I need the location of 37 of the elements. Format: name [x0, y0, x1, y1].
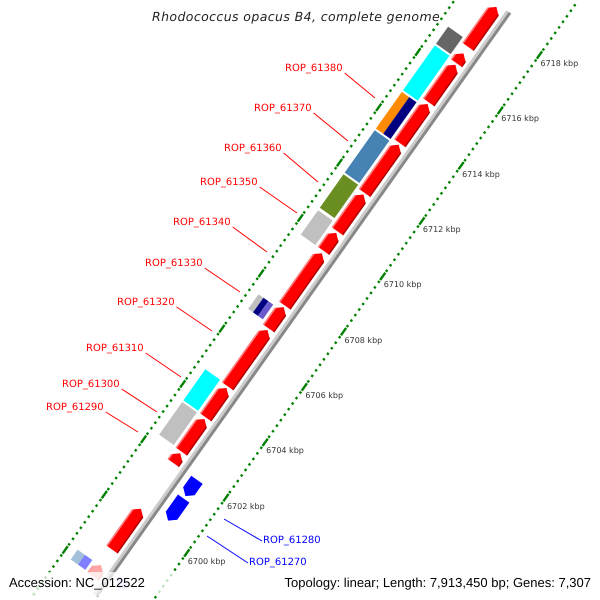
leader-line	[204, 268, 240, 292]
scale-label: 6702 kbp	[226, 502, 265, 511]
scale-label: 6714 kbp	[462, 170, 500, 179]
gene-label: ROP_61330	[145, 258, 203, 269]
gene-label: ROP_61360	[224, 143, 282, 154]
leader-line	[145, 352, 182, 378]
leader-line	[121, 388, 158, 412]
gene-label: ROP_61310	[86, 343, 144, 354]
scale-label: 6708 kbp	[344, 336, 382, 345]
leader-line	[206, 536, 248, 564]
gene-label: ROP_61300	[62, 379, 120, 390]
leader-line	[344, 72, 376, 98]
scale-label: 6718 kbp	[540, 59, 578, 68]
scale-label: 6704 kbp	[266, 446, 304, 456]
map-title: Rhodococcus opacus B4, complete genome	[152, 9, 440, 24]
gene-label: ROP_61320	[117, 297, 175, 308]
scale-label: 6716 kbp	[501, 114, 539, 124]
gene-label: ROP_61380	[285, 63, 343, 74]
leader-line	[224, 518, 262, 542]
gene-label: ROP_61290	[46, 402, 104, 413]
scale-label: 6712 kbp	[422, 225, 461, 234]
scale-label: 6706 kbp	[305, 390, 344, 400]
leader-line	[232, 226, 268, 252]
scale-label: 6700 kbp	[188, 556, 226, 566]
gene-label: ROP_61340	[173, 217, 231, 228]
leader-line	[105, 412, 138, 432]
genome-stats-text: Topology: linear; Length: 7,913,450 bp; Genes: 7,307	[284, 575, 591, 590]
leader-line	[283, 152, 318, 182]
gene-label: ROP_61280	[263, 535, 321, 546]
leader-line	[313, 112, 348, 142]
gene-label: ROP_61270	[249, 557, 307, 568]
leader-line	[176, 306, 212, 332]
leader-line	[259, 186, 298, 214]
accession-text: Accession: NC_012522	[9, 575, 145, 590]
scale-label: 6710 kbp	[384, 280, 422, 290]
gene-label: ROP_61370	[254, 103, 312, 114]
gene-label: ROP_61350	[200, 177, 258, 188]
